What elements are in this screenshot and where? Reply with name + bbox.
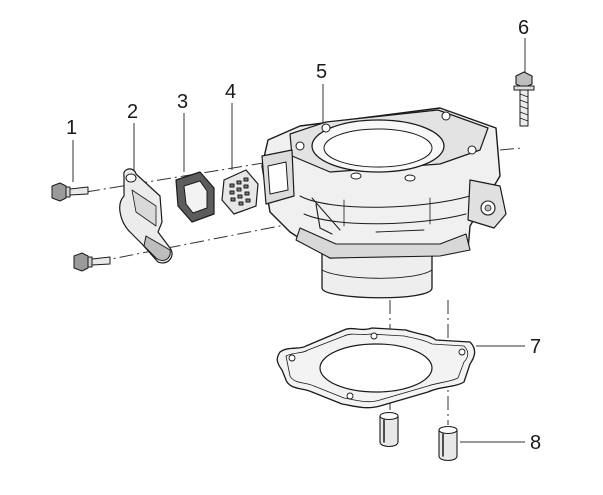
callout-4: 4 xyxy=(225,81,237,103)
gasket xyxy=(175,171,215,223)
callout-2: 2 xyxy=(127,101,139,123)
callout-3: 3 xyxy=(177,91,189,113)
callout-6: 6 xyxy=(518,17,530,39)
coolant-outlet-fitting xyxy=(119,168,173,264)
callout-8: 8 xyxy=(530,432,542,454)
flange-bolt xyxy=(513,71,535,127)
callout-1: 1 xyxy=(66,117,78,139)
dowel-pin-right xyxy=(438,426,458,462)
cylinder-base-gasket xyxy=(276,327,476,409)
center-line-lower xyxy=(95,221,301,263)
leader-lines xyxy=(72,38,526,443)
center-line-right xyxy=(499,147,523,151)
callout-5: 5 xyxy=(316,61,328,83)
bolt-upper xyxy=(51,182,89,202)
screen-plate xyxy=(221,169,259,215)
dowel-pin-left xyxy=(379,412,399,448)
callout-7: 7 xyxy=(530,336,542,358)
bolt-lower xyxy=(73,252,111,272)
cylinder xyxy=(261,107,507,299)
